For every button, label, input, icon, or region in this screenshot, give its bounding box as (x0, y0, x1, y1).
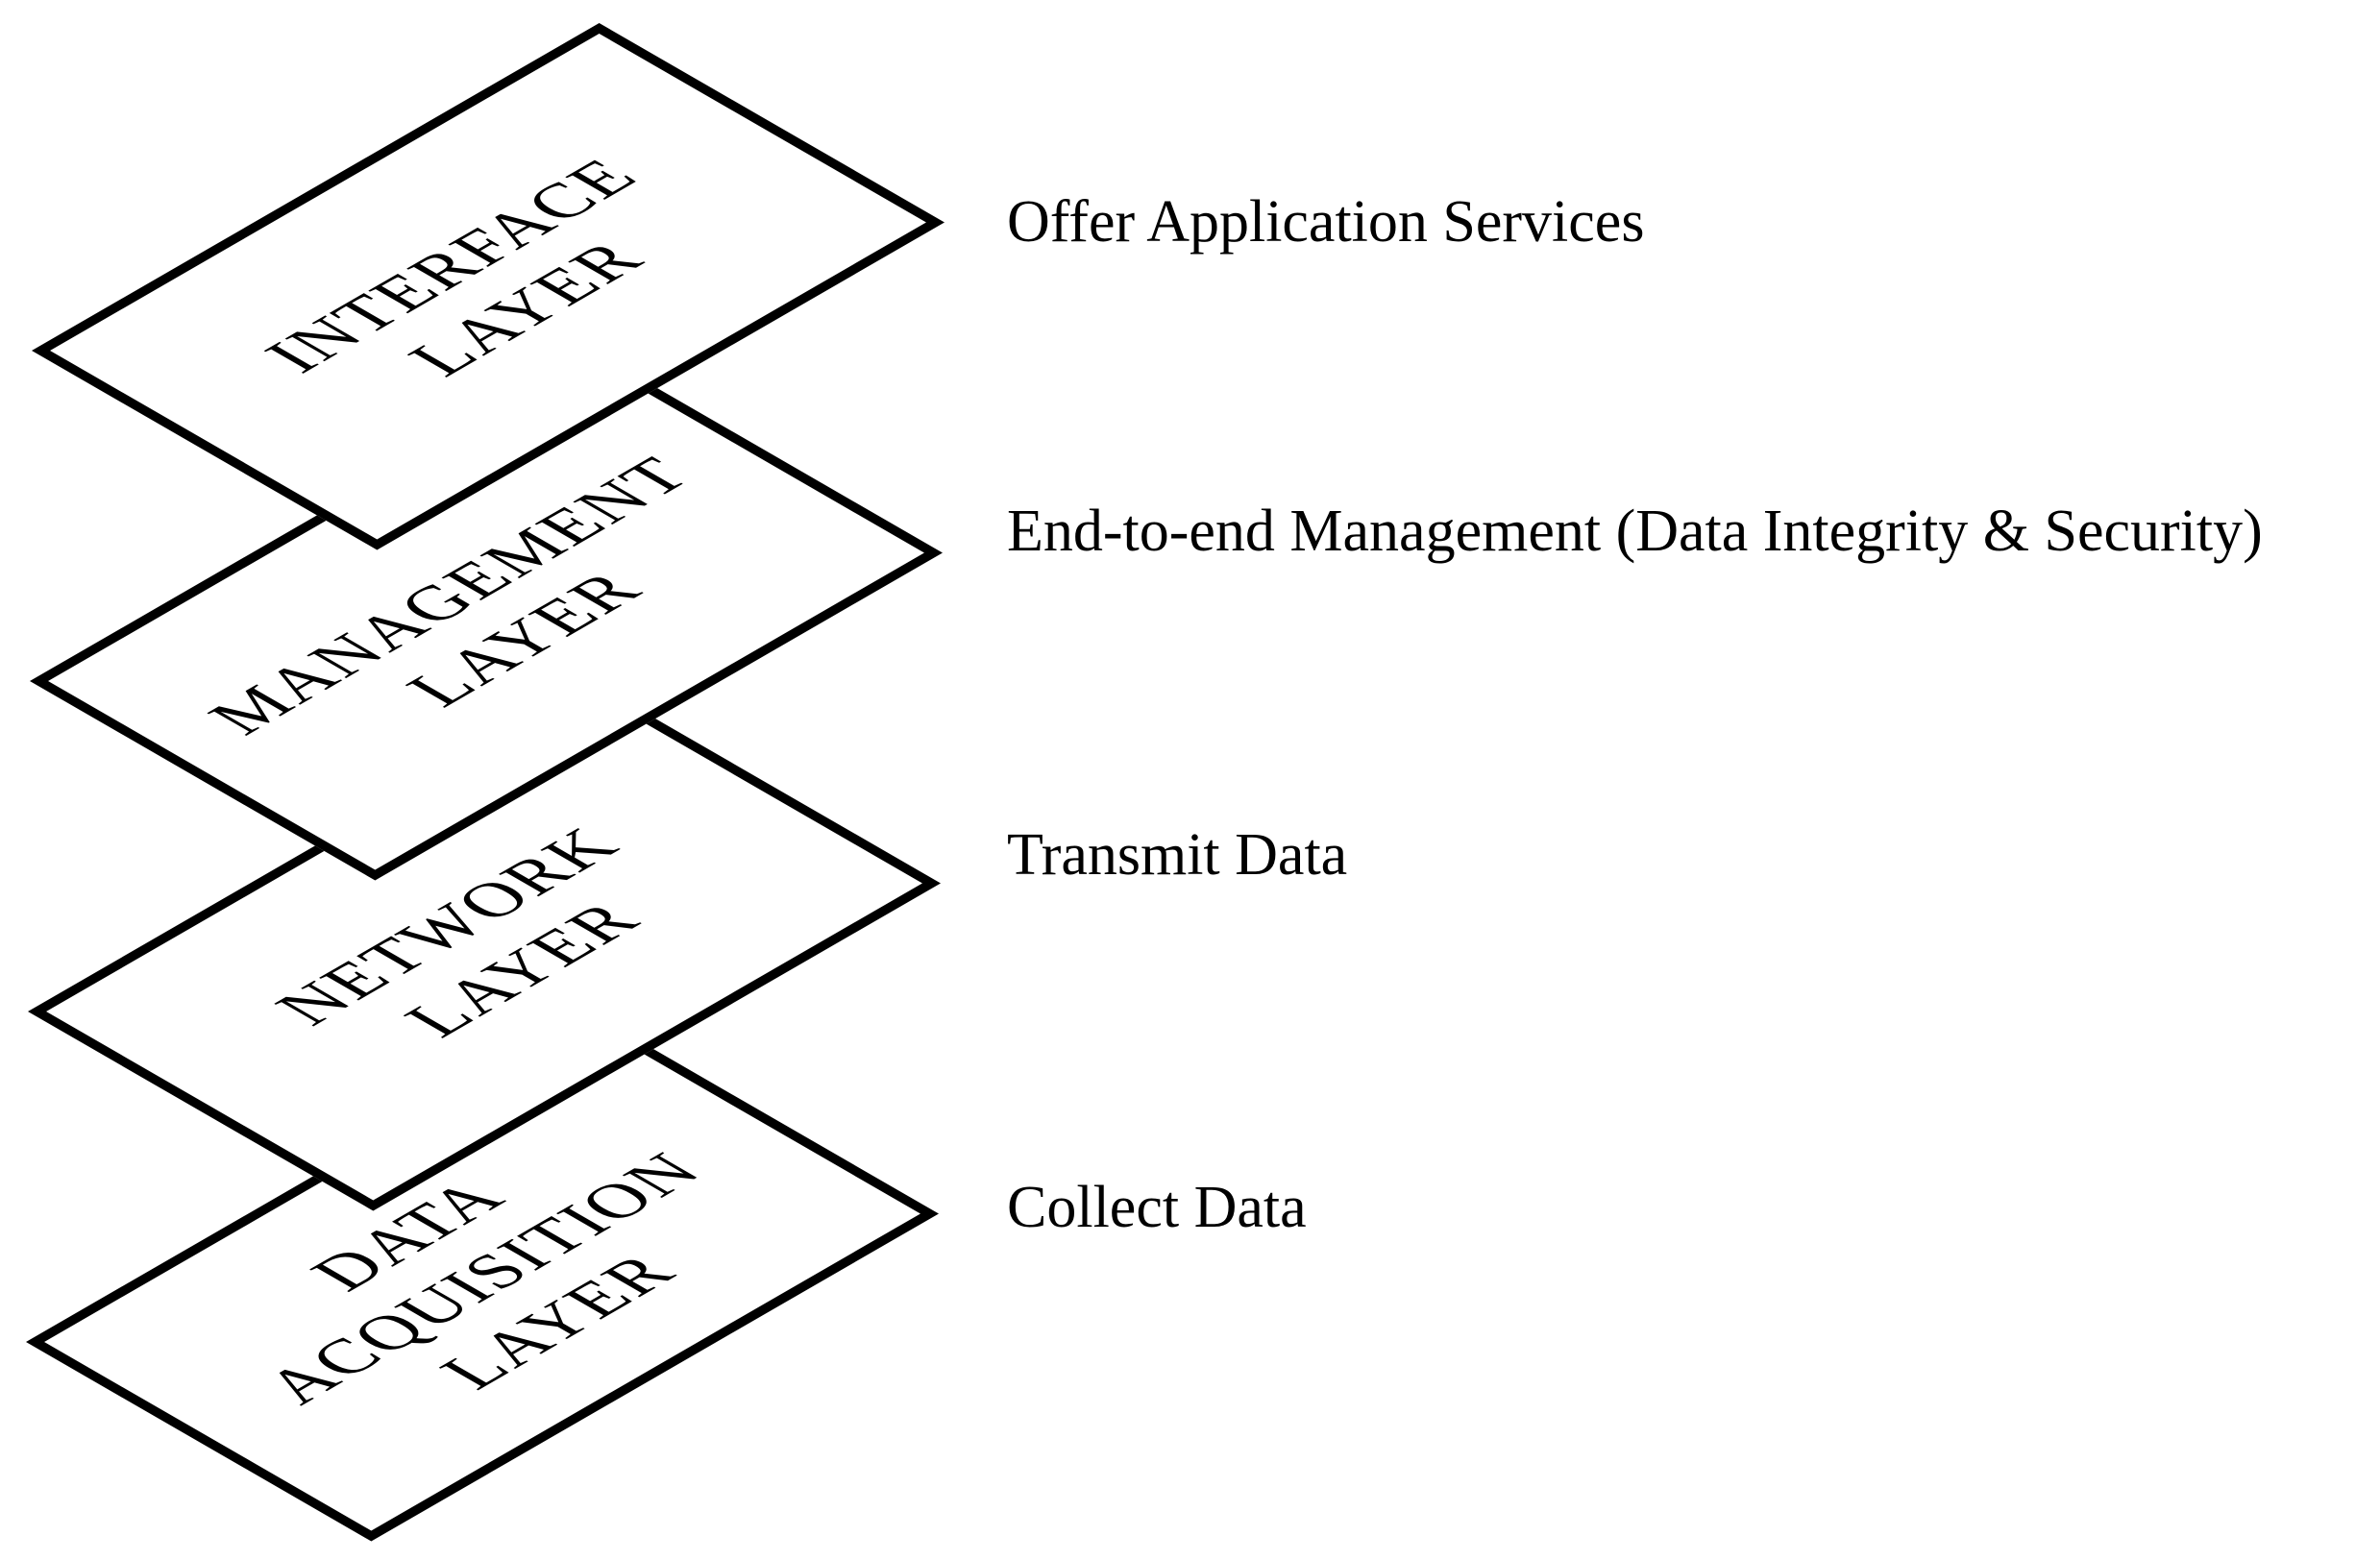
layer-network-title: NETWORK LAYER (254, 815, 715, 1081)
layer-management-title: MANAGEMENT LAYER (186, 444, 785, 790)
annotation-data-acquisition-layer: Collect Data (1007, 1175, 1307, 1240)
annotation-interface-layer: Offer Application Services (1007, 189, 1645, 255)
annotation-management-layer: End-to-end Management (Data Integrity & … (1007, 499, 2263, 564)
annotation-network-layer: Transmit Data (1007, 822, 1348, 888)
layer-interface: INTERFACE LAYER (32, 23, 945, 550)
layer-data-acquisition-title: DATA ACQUISITION LAYER (168, 1096, 797, 1459)
layer-interface-title: INTERFACE LAYER (243, 145, 733, 427)
